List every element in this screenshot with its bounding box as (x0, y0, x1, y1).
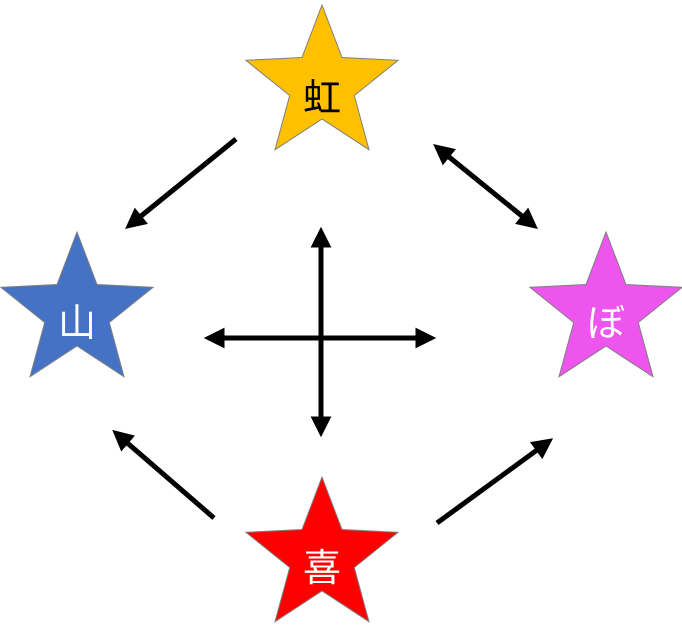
star-right: ぼ (528, 230, 682, 378)
arrow-top-right-double (433, 144, 538, 229)
arrow-bottom-to-right (435, 438, 554, 526)
star-left-label: 山 (58, 301, 96, 345)
arrow-top-to-left (125, 137, 238, 229)
star-top-shape (244, 3, 400, 151)
star-bottom: 喜 (244, 475, 400, 623)
star-right-shape (528, 230, 682, 378)
star-left: 山 (0, 230, 155, 378)
arrow-bottom-to-left (112, 429, 216, 520)
star-left-shape (0, 230, 155, 378)
star-bottom-label: 喜 (303, 546, 341, 590)
star-top: 虹 (244, 3, 400, 151)
star-top-label: 虹 (303, 76, 341, 120)
star-bottom-shape (244, 475, 400, 623)
arrows (112, 137, 554, 526)
star-right-label: ぼ (587, 301, 625, 345)
